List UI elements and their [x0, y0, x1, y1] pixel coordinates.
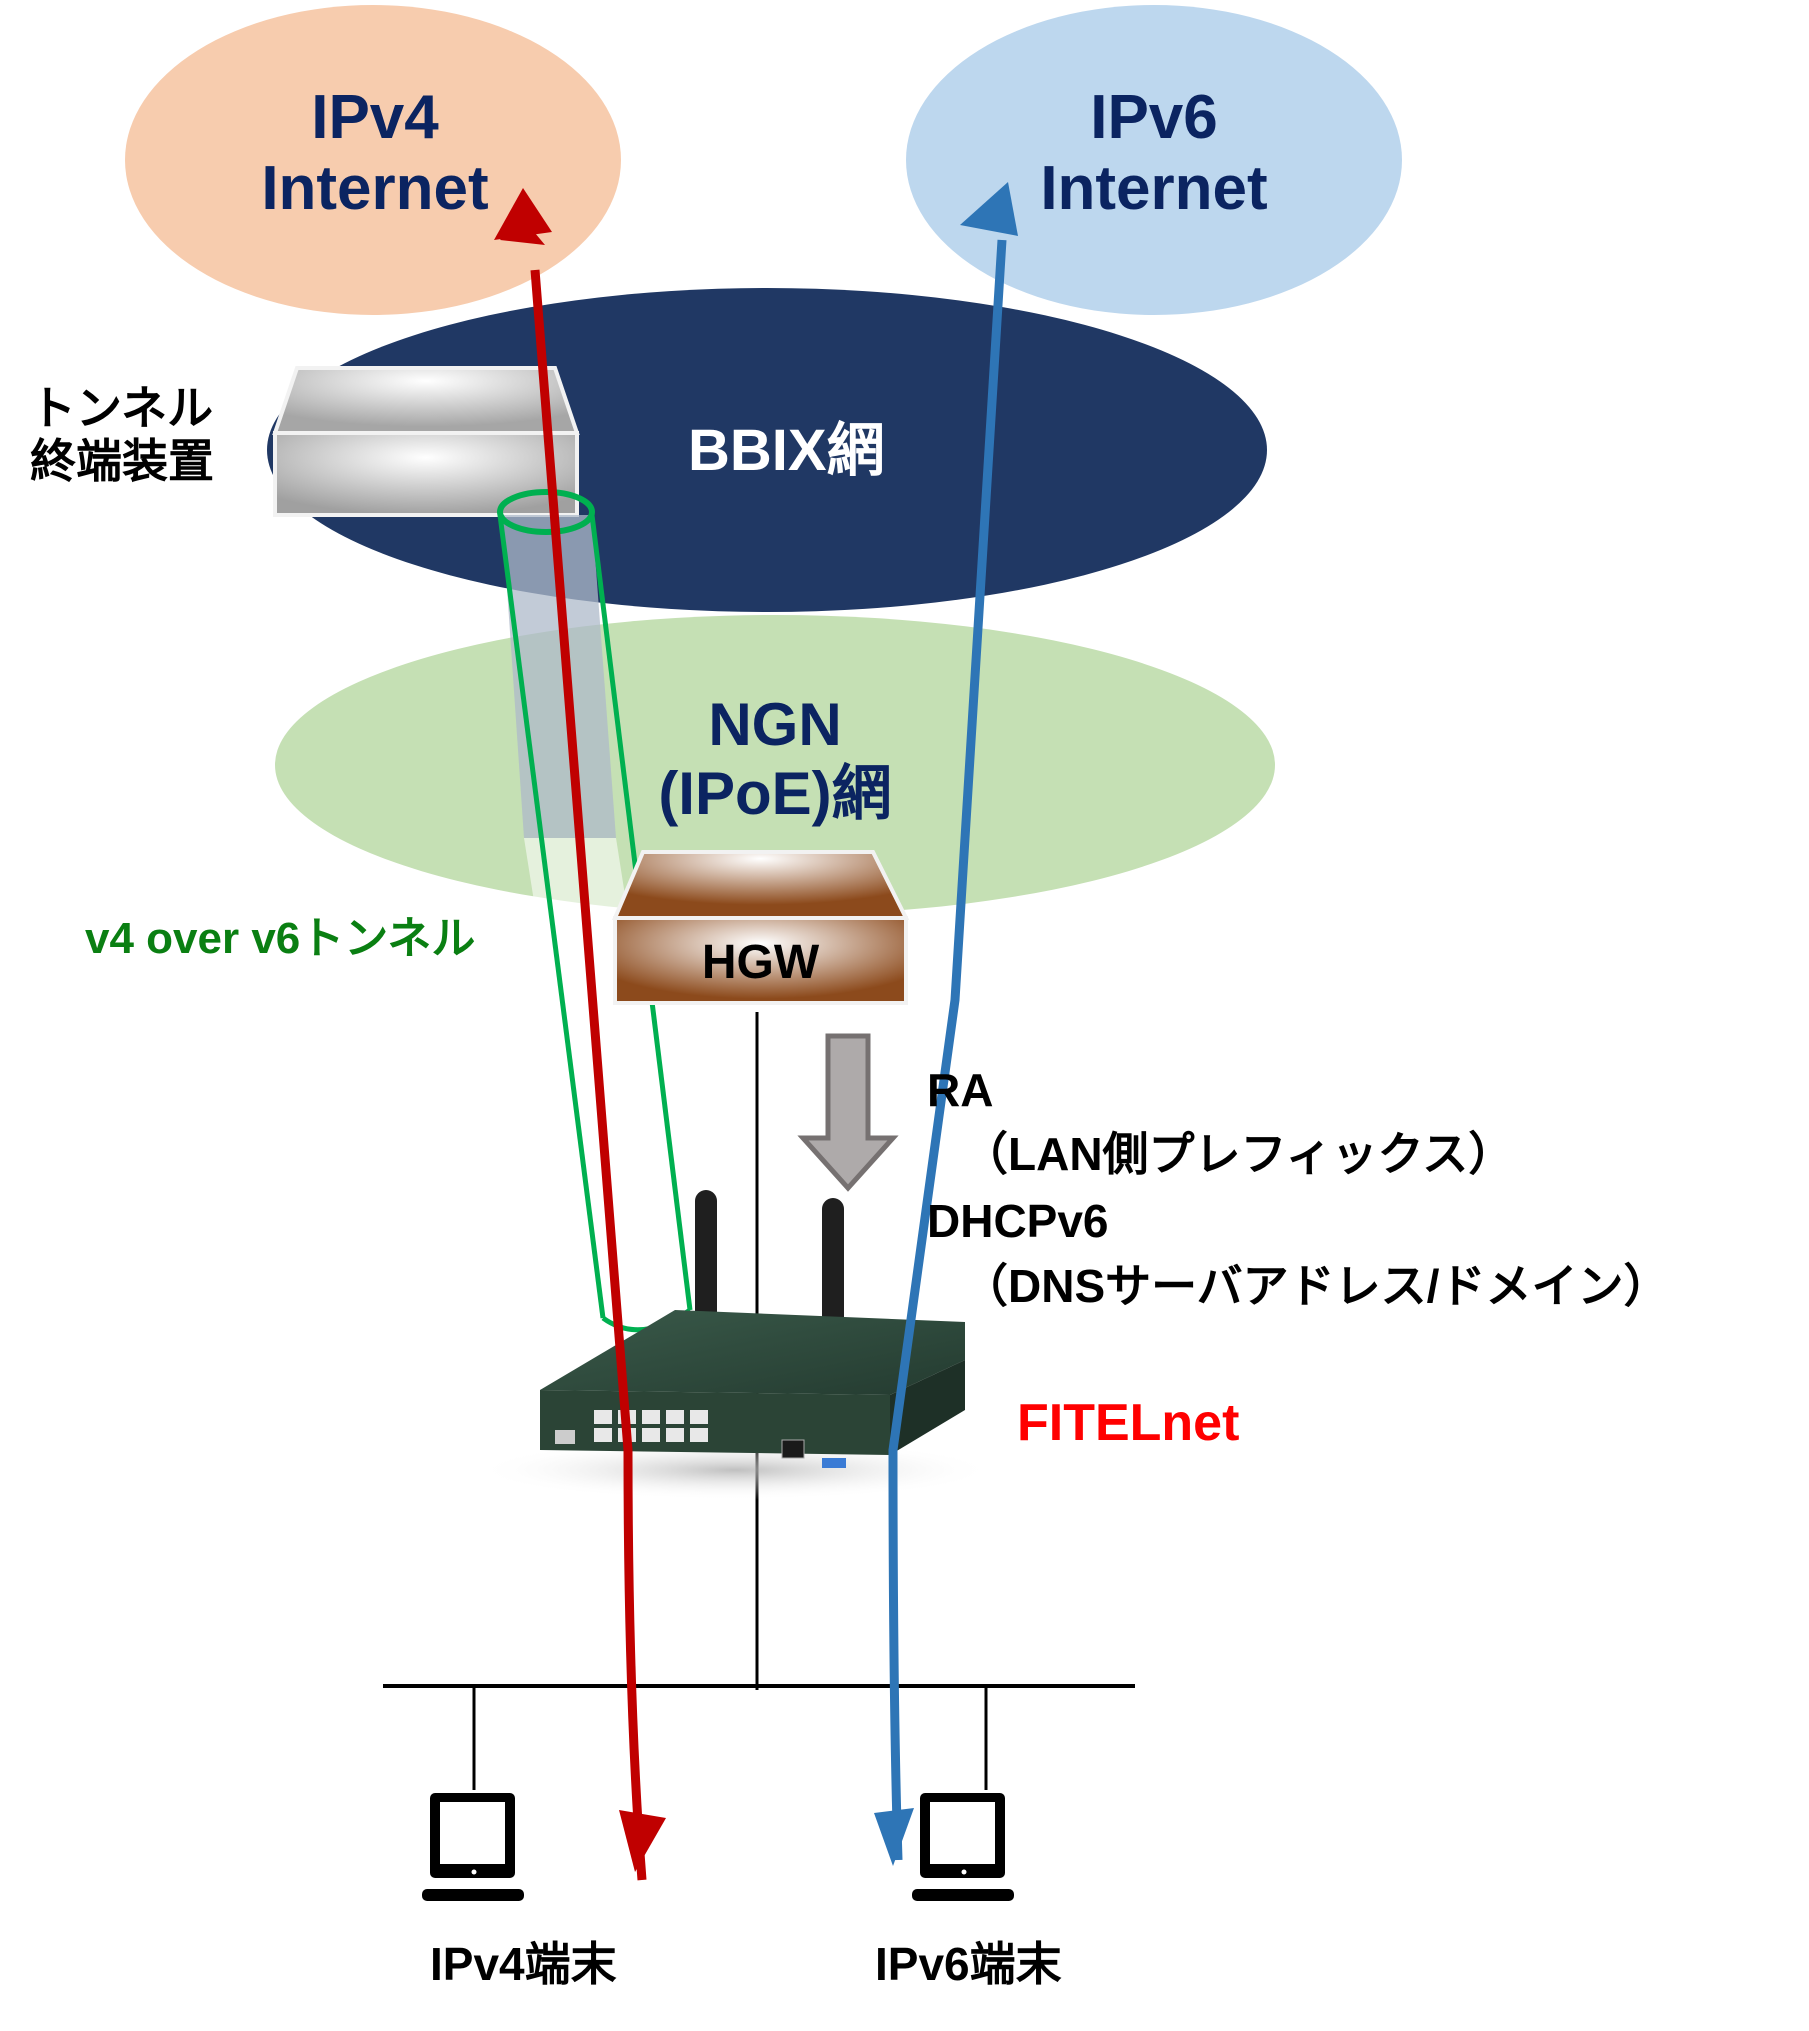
ipv4-laptop-icon [422, 1793, 524, 1901]
ngn-line2: (IPoE)網 [658, 760, 892, 827]
ngn-line1: NGN [708, 691, 842, 758]
ipv6-internet-cloud [906, 5, 1402, 315]
ipv6-terminal-label: IPv6端末 [875, 1938, 1062, 1990]
ra-detail-label: （LAN側プレフィックス） [962, 1128, 1515, 1180]
ipv4-internet-label: IPv4 Internet [230, 82, 520, 225]
dhcpv6-detail-label: （DNSサーバアドレス/ドメイン） [962, 1260, 1670, 1312]
ipv4-arrowhead-down [619, 1810, 666, 1872]
tunnel-label: v4 over v6トンネル [85, 914, 476, 963]
hgw-device [611, 850, 910, 1005]
tunnel-endpoint-device [272, 366, 580, 517]
ra-label: RA [927, 1064, 994, 1116]
ipv4-flow-line [530, 269, 647, 1881]
ipv4-internet-line1: IPv4 [311, 83, 439, 152]
ipv4-internet-line2: Internet [261, 154, 489, 224]
ipv6-laptop-icon [912, 1793, 1014, 1901]
ipv6-internet-line1: IPv6 [1090, 83, 1218, 152]
ipv4-arrowhead-up [494, 188, 552, 240]
ipv6-internet-label: IPv6 Internet [1009, 82, 1299, 225]
tunnel-endpoint-line2: 終端装置 [30, 434, 214, 487]
bbix-network-label: BBIX網 [688, 418, 885, 483]
fitelnet-label: FITELnet [1017, 1394, 1240, 1452]
dhcpv6-label: DHCPv6 [927, 1195, 1109, 1247]
ipv6-flow-line [888, 239, 1007, 1861]
tunnel-endpoint-line1: トンネル [30, 382, 214, 434]
ra-dhcp-down-arrow [797, 1033, 899, 1192]
tunnel-endpoint-label: トンネル 終端装置 [30, 382, 214, 488]
ngn-network-label: NGN (IPoE)網 [625, 690, 925, 828]
ipv6-arrowhead-up [960, 182, 1018, 236]
v4-over-v6-tunnel [497, 489, 693, 1333]
hgw-label: HGW [701, 936, 820, 989]
ipv4-terminal-label: IPv4端末 [430, 1938, 617, 1990]
ipv6-internet-line2: Internet [1040, 154, 1268, 224]
fitelnet-router [475, 1190, 995, 1500]
ipv6-arrowhead-down [874, 1808, 914, 1866]
